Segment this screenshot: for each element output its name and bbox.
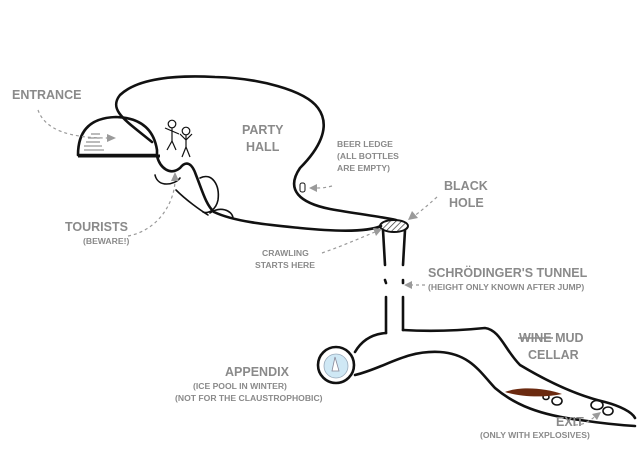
party-hall-label-line2: HALL xyxy=(246,140,280,154)
tourists-note: (BEWARE!) xyxy=(83,236,129,246)
entrance-dome xyxy=(76,115,160,158)
beer-ledge-label-line1: BEER LEDGE xyxy=(337,139,393,149)
exit-note: (ONLY WITH EXPLOSIVES) xyxy=(480,430,590,440)
crawling-label-line1: CRAWLING xyxy=(262,248,309,258)
tourists-label: TOURISTS xyxy=(65,220,128,234)
appendix-label: APPENDIX xyxy=(225,365,290,379)
black-hole-label-line2: HOLE xyxy=(449,196,484,210)
exit-label: EXIT xyxy=(556,415,584,429)
entrance-label: ENTRANCE xyxy=(12,88,81,102)
black-hole-label-line1: BLACK xyxy=(444,179,488,193)
beer-ledge-label-line3: ARE EMPTY) xyxy=(337,163,390,173)
appendix-note-line2: (NOT FOR THE CLAUSTROPHOBIC) xyxy=(175,393,323,403)
tourist-figures xyxy=(164,119,193,158)
crawling-label-line2: STARTS HERE xyxy=(255,260,315,270)
beer-ledge-label-line2: (ALL BOTTLES xyxy=(337,151,399,161)
appendix-note-line1: (ICE POOL IN WINTER) xyxy=(193,381,287,391)
tunnel-note: (HEIGHT ONLY KNOWN AFTER JUMP) xyxy=(428,282,584,292)
cellar-label-line2: CELLAR xyxy=(528,348,579,362)
pointer-arrows xyxy=(37,109,601,426)
labels: ENTRANCE PARTY HALL BEER LEDGE (ALL BOTT… xyxy=(12,88,590,440)
party-hall-label-line1: PARTY xyxy=(242,123,284,137)
tunnel-label: SCHRÖDINGER'S TUNNEL xyxy=(428,265,588,280)
cellar-mud-word: MUD xyxy=(552,331,584,345)
cave-outline xyxy=(114,75,637,428)
